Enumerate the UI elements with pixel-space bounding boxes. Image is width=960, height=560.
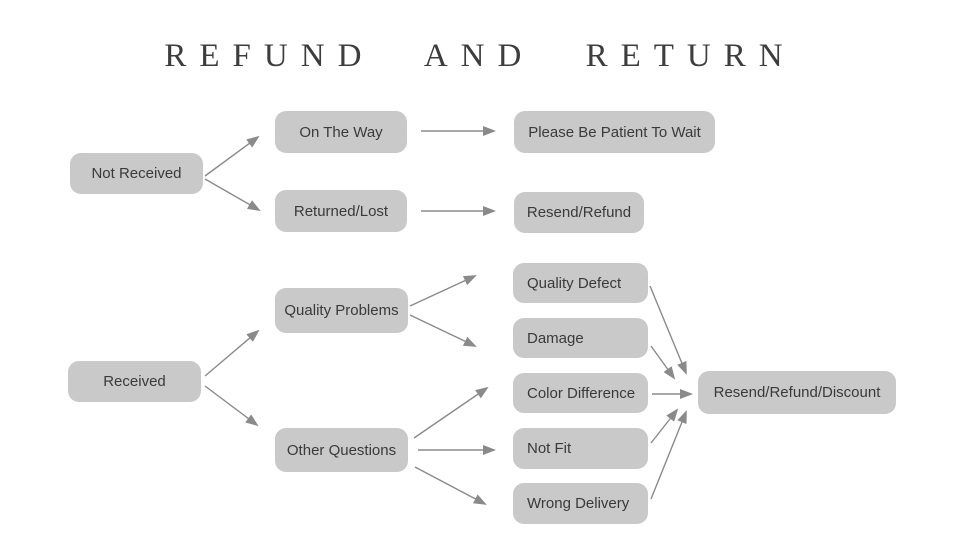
node-quality-defect: Quality Defect — [513, 263, 648, 303]
arrow-not-received-to-returned-lost — [204, 178, 261, 211]
arrow-not-fit-to-resend-refund-discount — [650, 408, 679, 444]
node-color-difference: Color Difference — [513, 373, 648, 413]
arrow-other-questions-to-color-difference — [413, 386, 489, 439]
page-title: REFUND AND RETURN — [164, 38, 796, 74]
node-on-the-way: On The Way — [275, 111, 407, 153]
node-wrong-delivery: Wrong Delivery — [513, 483, 648, 524]
node-not-received: Not Received — [70, 153, 203, 194]
arrow-damage-to-resend-refund-discount — [650, 345, 676, 380]
node-resend-refund: Resend/Refund — [514, 192, 644, 233]
node-other-questions: Other Questions — [275, 428, 408, 472]
arrow-received-to-quality-problems — [204, 329, 260, 377]
node-received: Received — [68, 361, 201, 402]
node-damage: Damage — [513, 318, 648, 358]
arrow-quality-problems-to-damage — [409, 314, 477, 347]
node-returned-lost: Returned/Lost — [275, 190, 407, 232]
arrow-not-received-to-on-the-way — [204, 135, 260, 177]
node-please-be-patient-to-wait: Please Be Patient To Wait — [514, 111, 715, 153]
arrow-wrong-delivery-to-resend-refund-discount — [650, 410, 687, 500]
node-quality-problems: Quality Problems — [275, 288, 408, 333]
arrow-received-to-other-questions — [204, 385, 259, 427]
arrow-other-questions-to-wrong-delivery — [414, 466, 487, 505]
node-resend-refund-discount: Resend/Refund/Discount — [698, 371, 896, 414]
arrow-quality-defect-to-resend-refund-discount — [649, 285, 687, 375]
arrow-quality-problems-to-quality-defect — [409, 275, 477, 307]
node-not-fit: Not Fit — [513, 428, 648, 469]
